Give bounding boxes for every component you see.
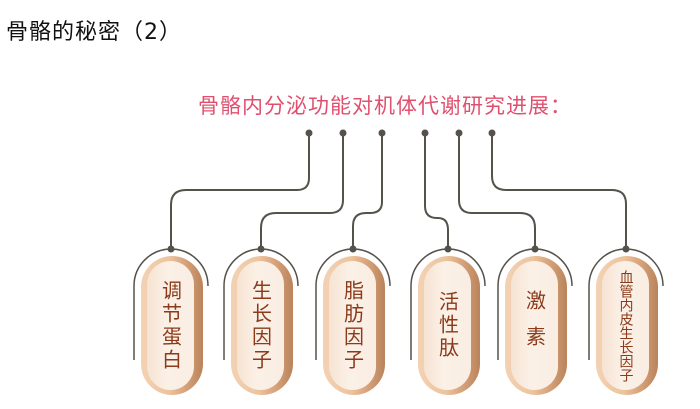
item-label: 激素 <box>522 289 547 362</box>
connector-end-dot <box>622 245 630 253</box>
item-label: 生长因子 <box>248 279 273 372</box>
item-pill-6: 血管内皮生长因子 <box>596 256 658 395</box>
connector-end-dot <box>349 245 357 253</box>
item-label: 调节蛋白 <box>158 279 183 372</box>
connector-2 <box>260 133 344 249</box>
item-pill-4: 活性肽 <box>418 256 480 395</box>
item-pill-3: 脂肪因子 <box>323 256 385 395</box>
connector-end-dot <box>167 245 175 253</box>
connector-5 <box>458 133 536 249</box>
item-label: 脂肪因子 <box>340 279 365 372</box>
item-pill-5: 激素 <box>505 256 567 395</box>
connector-1 <box>170 133 310 249</box>
connector-end-dot <box>257 245 265 253</box>
diagram-heading: 骨骼内分泌功能对机体代谢研究进展： <box>198 94 572 118</box>
connector-3 <box>352 133 383 249</box>
item-pill-1: 调节蛋白 <box>141 256 203 395</box>
item-pill-2: 生长因子 <box>231 256 293 395</box>
item-label: 血管内皮生长因子 <box>617 269 634 382</box>
connector-end-dot <box>531 245 539 253</box>
connector-end-dot <box>444 245 452 253</box>
item-label: 活性肽 <box>435 291 460 360</box>
connector-6 <box>491 133 627 249</box>
connector-4 <box>424 133 449 249</box>
page-title: 骨骼的秘密（2） <box>6 20 182 45</box>
